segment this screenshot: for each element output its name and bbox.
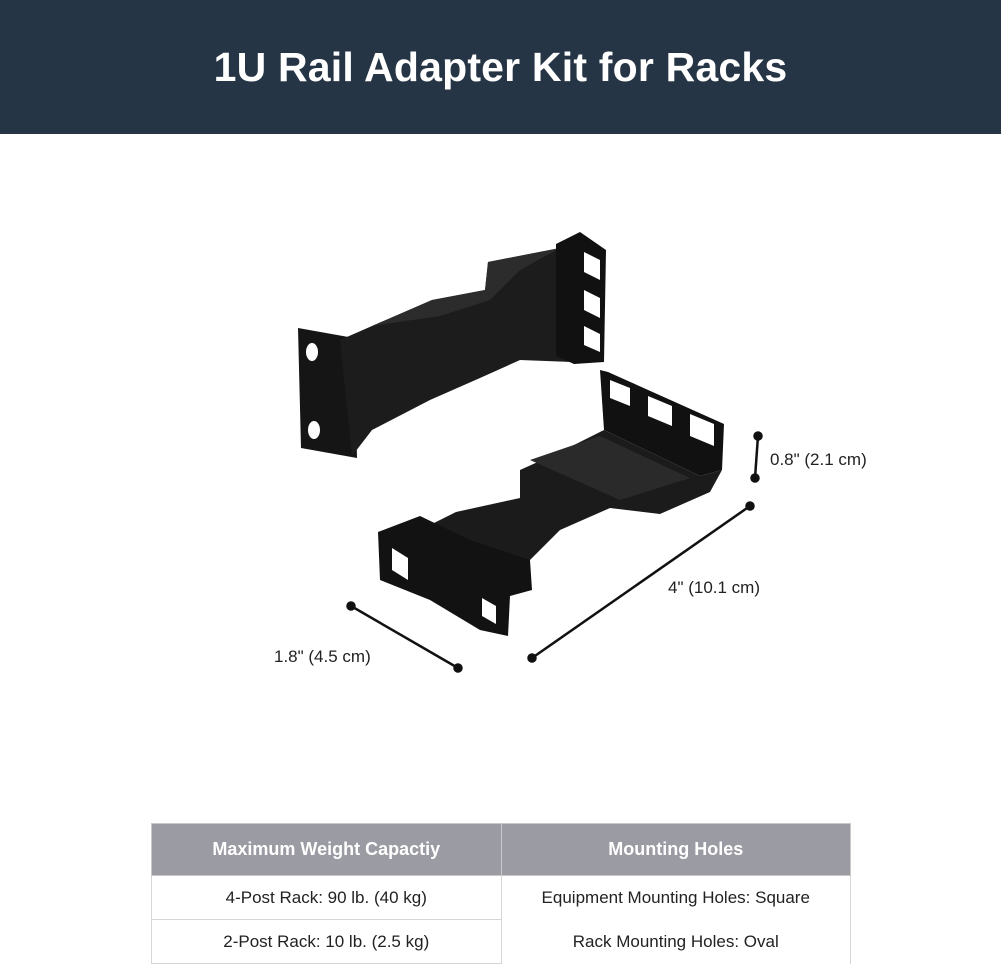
- table-header-row: Maximum Weight Capactiy Mounting Holes: [151, 823, 851, 876]
- column-header-holes: Mounting Holes: [500, 823, 851, 876]
- lower-bracket-image: [378, 370, 724, 636]
- column-header-weight: Maximum Weight Capactiy: [151, 823, 502, 876]
- specs-table: Maximum Weight Capactiy Mounting Holes 4…: [151, 823, 851, 964]
- table-cell: 4-Post Rack: 90 lb. (40 kg): [151, 875, 502, 920]
- table-cell: Rack Mounting Holes: Oval: [500, 919, 851, 964]
- table-row: 4-Post Rack: 90 lb. (40 kg) Equipment Mo…: [151, 875, 851, 920]
- upper-bracket-image: [298, 232, 606, 458]
- rail-bracket-drawing: [298, 232, 763, 673]
- table-row: 2-Post Rack: 10 lb. (2.5 kg) Rack Mounti…: [151, 919, 851, 964]
- width-dimension-label: 1.8" (4.5 cm): [274, 647, 371, 666]
- dimension-lines: [346, 431, 763, 673]
- page-title: 1U Rail Adapter Kit for Racks: [213, 43, 788, 90]
- table-cell: 2-Post Rack: 10 lb. (2.5 kg): [151, 919, 502, 964]
- product-illustration: 0.8" (2.1 cm) 4" (10.1 cm) 1.8" (4.5 cm): [0, 134, 1001, 814]
- height-dimension-label: 0.8" (2.1 cm): [770, 450, 867, 469]
- table-cell: Equipment Mounting Holes: Square: [500, 875, 851, 920]
- title-banner: 1U Rail Adapter Kit for Racks: [0, 0, 1001, 134]
- length-dimension-label: 4" (10.1 cm): [668, 578, 761, 597]
